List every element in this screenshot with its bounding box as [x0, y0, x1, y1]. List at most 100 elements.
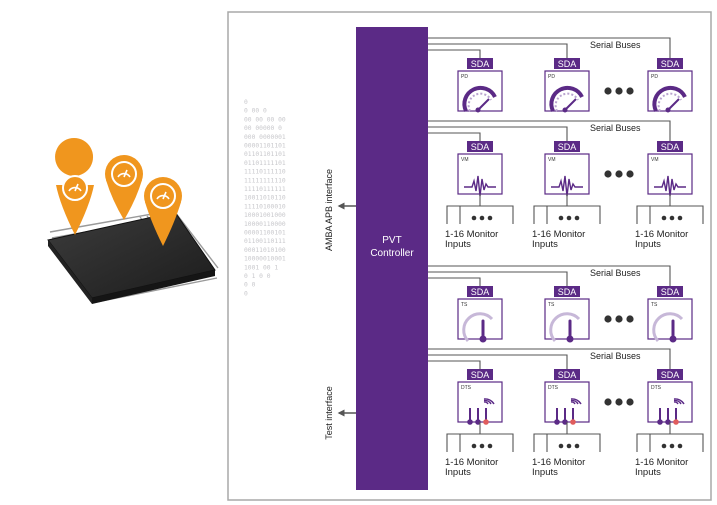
binary-line: 00 00 00 00	[244, 116, 286, 123]
gauge-icon	[462, 85, 497, 113]
sensor-tag: PD	[651, 74, 658, 80]
sda-label: SDA	[471, 370, 490, 380]
serial-buses-label: Serial Buses	[590, 268, 641, 278]
sensor-tag: DTS	[651, 385, 662, 391]
monitor-inputs-label: 1-16 Monitor	[635, 457, 688, 468]
sensor-tag: VM	[651, 157, 659, 163]
serial-bus-line	[428, 271, 568, 286]
monitor-inputs-fan	[533, 194, 601, 224]
serial-buses-label: Serial Buses	[590, 40, 641, 50]
apb-interface-label: AMBA APB interface	[324, 169, 334, 251]
sensor-tag: DTS	[548, 385, 559, 391]
binary-line: 00 00000 0	[244, 125, 282, 132]
serial-bus-line	[428, 126, 568, 141]
serial-buses-label: Serial Buses	[590, 351, 641, 361]
gauge-pin-icon	[105, 155, 143, 220]
sda-badge	[554, 141, 580, 152]
serial-bus-line	[428, 348, 671, 369]
test-interface-label: Test interface	[324, 386, 334, 440]
ellipsis-icon	[604, 398, 634, 406]
sda-label: SDA	[661, 142, 680, 152]
sensor-tag: PD	[548, 74, 555, 80]
ellipsis-icon	[604, 315, 634, 323]
monitor-inputs-label: Inputs	[445, 467, 471, 478]
monitor-inputs-label: 1-16 Monitor	[635, 229, 688, 240]
binary-data-stream: 0 0 00 000 00 00 00 00 00000 0 000 0000001…	[244, 99, 286, 297]
ellipsis-icon	[604, 87, 634, 95]
diagram-frame	[227, 11, 712, 501]
sda-label: SDA	[558, 370, 577, 380]
binary-line: 00001100101	[244, 230, 286, 237]
sensor-tag: PD	[461, 74, 468, 80]
binary-line: 01101111101	[244, 160, 286, 167]
sensor-box	[544, 381, 590, 423]
monitor-inputs-fan	[446, 422, 514, 452]
sda-badge	[657, 286, 683, 297]
binary-line: 10000010001	[244, 256, 286, 263]
monitor-inputs-label: Inputs	[532, 239, 558, 250]
sda-label: SDA	[471, 287, 490, 297]
monitor-inputs-label: 1-16 Monitor	[532, 457, 585, 468]
binary-line: 1001 00 1	[244, 264, 278, 271]
sda-badge	[467, 286, 493, 297]
sda-badge	[554, 286, 580, 297]
sensor-tag: TS	[548, 302, 555, 308]
monitor-inputs-label: 1-16 Monitor	[445, 229, 498, 240]
serial-bus-line	[428, 120, 671, 141]
monitor-inputs-label: 1-16 Monitor	[532, 229, 585, 240]
monitor-inputs-fan	[446, 194, 514, 224]
chip-illustration	[47, 138, 219, 304]
monitor-inputs-fan	[636, 422, 704, 452]
gauge-icon	[652, 85, 687, 113]
serial-bus-line	[428, 360, 481, 369]
binary-line: 000 0000001	[244, 134, 286, 141]
binary-line: 11111111110	[244, 177, 286, 184]
sda-label: SDA	[661, 370, 680, 380]
serial-bus-line	[428, 132, 481, 141]
serial-bus-line	[428, 265, 671, 286]
sda-badge	[657, 369, 683, 380]
monitor-inputs-label: 1-16 Monitor	[445, 457, 498, 468]
sda-badge	[467, 141, 493, 152]
binary-line: 01100110111	[244, 238, 286, 245]
sensor-tag: TS	[461, 302, 468, 308]
sensor-tag: VM	[461, 157, 469, 163]
multi-probe-thermometer-icon	[467, 398, 495, 425]
binary-line: 00001101101	[244, 143, 286, 150]
serial-buses-label: Serial Buses	[590, 123, 641, 133]
binary-line: 01101101101	[244, 151, 286, 158]
serial-bus-line	[428, 49, 481, 58]
binary-line: 10011010110	[244, 195, 286, 202]
monitor-inputs-label: Inputs	[635, 467, 661, 478]
thermometer-icon	[462, 312, 494, 343]
thermometer-icon	[652, 312, 684, 343]
serial-bus-line	[428, 43, 568, 58]
gauge-pin-icon	[144, 177, 182, 246]
monitor-inputs-label: Inputs	[532, 467, 558, 478]
sda-label: SDA	[558, 142, 577, 152]
serial-bus-lines	[428, 37, 671, 369]
binary-line: 0	[244, 99, 248, 106]
monitor-inputs-label: Inputs	[635, 239, 661, 250]
sensor-tag: TS	[651, 302, 658, 308]
pvt-controller-label-line1: PVT	[382, 235, 401, 246]
binary-line: 00011010100	[244, 247, 286, 254]
sensor-tag: DTS	[461, 385, 472, 391]
pvt-controller-label-line2: Controller	[370, 248, 414, 259]
binary-line: 0 00 0	[244, 108, 267, 115]
sda-badge	[657, 141, 683, 152]
multi-probe-thermometer-icon	[554, 398, 582, 425]
